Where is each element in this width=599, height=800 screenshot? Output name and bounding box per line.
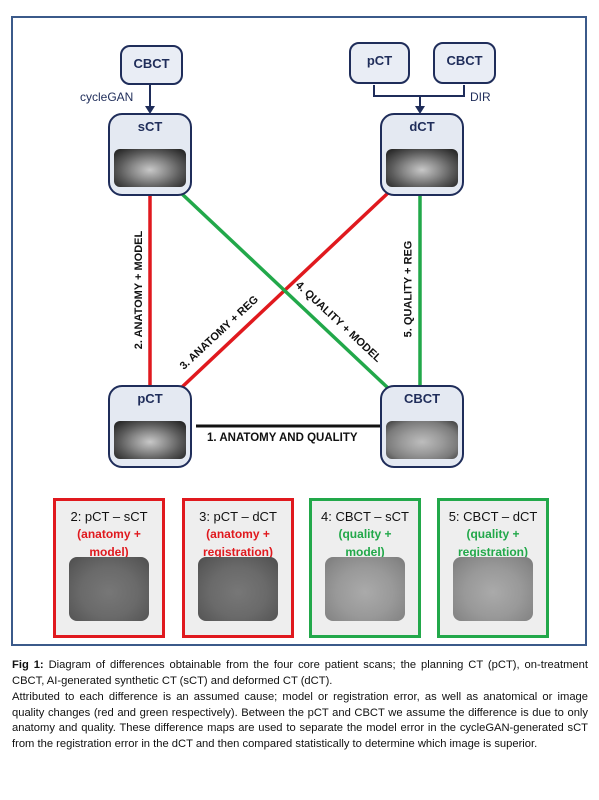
cyclegan-label: cycleGAN — [80, 90, 134, 104]
caption-line-1: Fig 1: Diagram of differences obtainable… — [12, 658, 588, 689]
dir-bracket — [373, 85, 465, 97]
card-sub: model) — [89, 545, 129, 559]
card-sub: (anatomy + — [206, 527, 270, 541]
card-sub: model) — [345, 545, 385, 559]
difference-map-image — [69, 557, 149, 621]
dct-scan-image — [386, 149, 458, 187]
difference-map-image — [453, 557, 533, 621]
sct-node: sCT — [108, 113, 192, 196]
edge-quality-model — [179, 191, 390, 390]
card-title: 4: CBCT – sCT — [321, 509, 409, 524]
pct-scan-image — [114, 421, 186, 459]
card-cbct-sct: 4: CBCT – sCT (quality + model) — [309, 498, 421, 638]
card-sub: (quality + — [338, 527, 392, 541]
pct-node: pCT — [108, 385, 192, 468]
dct-label: dCT — [409, 119, 435, 134]
caption-fig-label: Fig 1: — [12, 659, 44, 671]
edge-label-quality-reg: 5. QUALITY + REG — [402, 240, 415, 338]
pct-source-label: pCT — [366, 53, 393, 68]
cbct-source-box-right: CBCT — [433, 42, 496, 84]
pct-source-box: pCT — [349, 42, 410, 84]
arrow-head-sct — [145, 106, 155, 114]
card-title: 2: pCT – sCT — [70, 509, 148, 524]
edge-label-anatomy-quality: 1. ANATOMY AND QUALITY — [207, 432, 358, 444]
dir-label: DIR — [470, 90, 491, 104]
pct-label: pCT — [137, 391, 163, 406]
sct-label: sCT — [137, 119, 163, 134]
card-sub: registration) — [457, 545, 528, 559]
card-pct-dct: 3: pCT – dCT (anatomy + registration) — [182, 498, 294, 638]
cbct-source-box: CBCT — [120, 45, 183, 85]
cbct-source-label: CBCT — [133, 56, 170, 71]
difference-map-image — [198, 557, 278, 621]
cbct-node: CBCT — [380, 385, 464, 468]
card-title: 5: CBCT – dCT — [448, 509, 538, 524]
cbct-source-right-label: CBCT — [446, 53, 483, 68]
edge-label-anatomy-model: 2. ANATOMY + MODEL — [133, 230, 146, 350]
dct-node: dCT — [380, 113, 464, 196]
card-cbct-dct: 5: CBCT – dCT (quality + registration) — [437, 498, 549, 638]
card-pct-sct: 2: pCT – sCT (anatomy + model) — [53, 498, 165, 638]
card-sub: (quality + — [466, 527, 520, 541]
caption-text-1: Diagram of differences obtainable from t… — [12, 659, 588, 687]
figure-caption: Fig 1: Diagram of differences obtainable… — [12, 658, 588, 753]
card-title: 3: pCT – dCT — [199, 509, 277, 524]
cbct-scan-image — [386, 421, 458, 459]
difference-map-image — [325, 557, 405, 621]
card-sub: (anatomy + — [77, 527, 141, 541]
sct-scan-image — [114, 149, 186, 187]
caption-line-2: Attributed to each difference is an assu… — [12, 691, 588, 750]
card-sub: registration) — [202, 545, 273, 559]
arrow-head-dct — [415, 106, 425, 114]
cbct-label: CBCT — [403, 391, 441, 406]
